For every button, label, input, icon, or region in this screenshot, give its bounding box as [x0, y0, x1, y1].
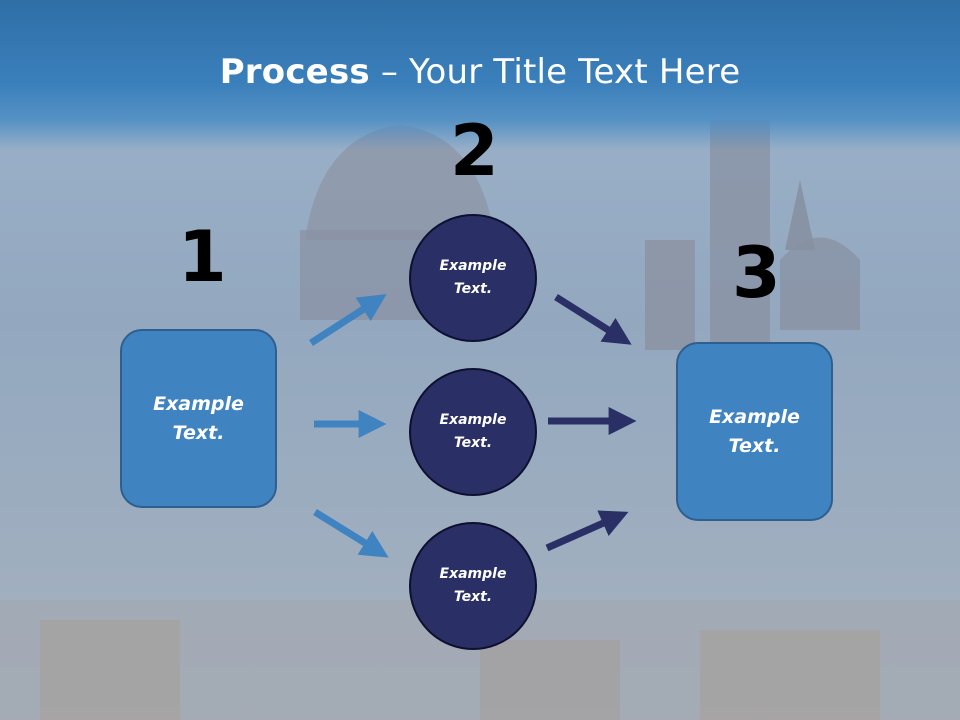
arrow-step1-to-circle-bottom [313, 509, 389, 558]
slide-title-bold: Process [219, 52, 370, 92]
slide-title-rest: – Your Title Text Here [369, 52, 741, 92]
step2-circle-middle: Example Text. [409, 368, 537, 496]
step2-circle-top: Example Text. [409, 214, 537, 342]
title-band [0, 0, 960, 150]
step-number-1: 1 [178, 216, 227, 298]
step2-circle-top-label: Example Text. [439, 258, 507, 297]
arrow-circle-top-to-step3 [554, 294, 632, 345]
step3-box-label: Example Text. [709, 405, 800, 457]
arrow-circle-bottom-to-step3 [545, 510, 629, 552]
step-number-3: 3 [732, 232, 781, 314]
slide-title: Process – Your Title Text Here [0, 52, 960, 92]
arrow-step1-to-circle-top [309, 294, 387, 346]
step2-circle-bottom-label: Example Text. [439, 566, 507, 605]
step1-box: Example Text. [120, 329, 277, 508]
step1-box-label: Example Text. [153, 392, 244, 444]
step2-circle-bottom: Example Text. [409, 522, 537, 650]
step-number-2: 2 [450, 110, 499, 192]
step3-box: Example Text. [676, 342, 833, 521]
step2-circle-middle-label: Example Text. [439, 412, 507, 451]
